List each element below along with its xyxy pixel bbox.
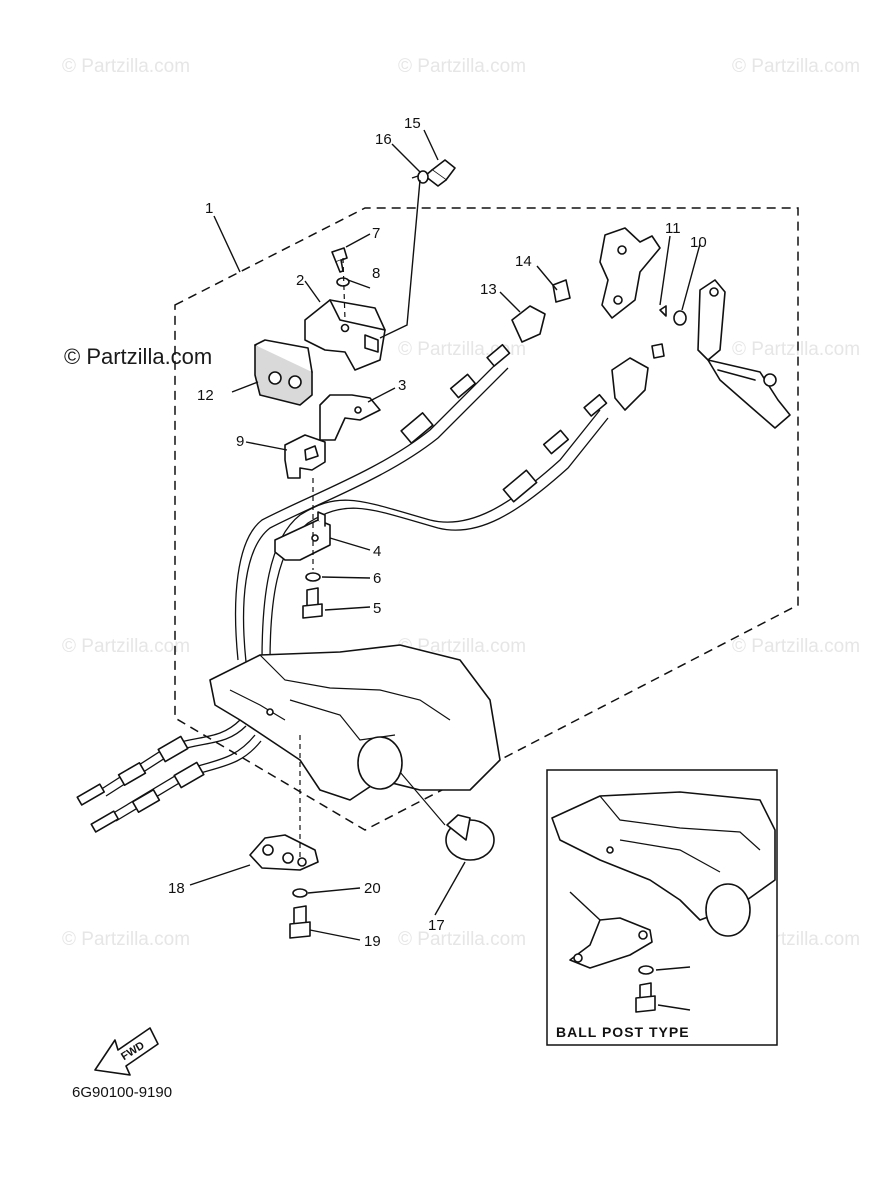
callout-10: 10 (690, 234, 707, 251)
watermark: © Partzilla.com (732, 56, 860, 77)
callout-9: 9 (236, 433, 244, 450)
callout-18: 18 (168, 880, 185, 897)
callout-5: 5 (373, 600, 381, 617)
callout-6: 6 (373, 570, 381, 587)
part-10-lever (697, 279, 791, 429)
callout-16: 16 (375, 131, 392, 148)
part-14-clip (552, 279, 571, 303)
part-5-bolt (302, 587, 323, 619)
callout-8: 8 (372, 265, 380, 282)
part-10-washer (673, 310, 687, 326)
callout-7: 7 (372, 225, 380, 242)
part-18-plate (249, 834, 319, 871)
watermark: © Partzilla.com (62, 929, 190, 950)
callout-3: 3 (398, 377, 406, 394)
inset-title: BALL POST TYPE (556, 1024, 690, 1040)
part-21-plate (569, 917, 653, 969)
part-15-bolt (424, 159, 456, 187)
callout-14: 14 (515, 253, 532, 270)
part-8-washer (336, 277, 350, 287)
callout-12: 12 (197, 387, 214, 404)
diagram-code: 6G90100-9190 (72, 1084, 172, 1101)
part-3-plate (319, 394, 381, 441)
part-9-clamp (284, 434, 326, 479)
upper-lever-bracket (599, 227, 661, 319)
callout-1: 1 (205, 200, 213, 217)
callout-13: 13 (480, 281, 497, 298)
watermark: © Partzilla.com (398, 929, 526, 950)
part-11-clip (659, 305, 667, 317)
part-12-rubber-block (254, 339, 313, 406)
part-6-washer (305, 572, 321, 582)
part-23-washer (638, 965, 654, 975)
callout-11: 11 (665, 220, 681, 237)
part-16-washer (417, 170, 429, 184)
engine-block (209, 644, 501, 801)
part-19-bolt (289, 905, 311, 939)
assembly-boundary (174, 207, 799, 831)
watermark: © Partzilla.com (62, 56, 190, 77)
callout-15: 15 (404, 115, 421, 132)
part-2-bracket (304, 299, 386, 371)
callout-20: 20 (364, 880, 381, 897)
watermark: © Partzilla.com (398, 56, 526, 77)
watermark-strong: © Partzilla.com (64, 344, 212, 369)
part-7-bolt (331, 247, 348, 273)
lower-lever-bracket (611, 343, 665, 411)
cable-fittings-lower (76, 735, 205, 833)
watermark: © Partzilla.com (62, 636, 190, 657)
leader-lines (189, 129, 701, 941)
fwd-arrow: FWD (94, 1027, 159, 1076)
part-13-cable-joint (511, 305, 546, 343)
callout-19: 19 (364, 933, 381, 950)
callout-4: 4 (373, 543, 381, 560)
watermark: © Partzilla.com (732, 636, 860, 657)
callout-17: 17 (428, 917, 445, 934)
callout-2: 2 (296, 272, 304, 289)
part-4-lower-clamp (274, 511, 331, 561)
watermark: © Partzilla.com (732, 339, 860, 360)
part-17-plug (399, 771, 495, 861)
inset-ball-post-type: BALL POST TYPE (546, 769, 778, 1046)
cable-fittings-upper (400, 343, 608, 503)
part-20-washer (292, 888, 308, 898)
